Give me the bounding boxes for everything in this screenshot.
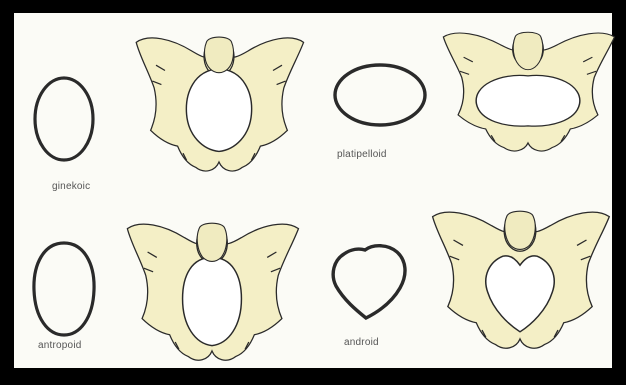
gynecoid-inlet xyxy=(35,78,93,160)
anthropoid-label: antropoid xyxy=(38,340,82,351)
android-pelvis xyxy=(433,211,610,348)
platypelloid-inlet xyxy=(335,65,425,125)
gynecoid-label: ginekoic xyxy=(52,181,90,192)
platypelloid-pelvis xyxy=(443,32,614,151)
anthropoid-pelvis xyxy=(127,223,298,360)
android-label: android xyxy=(344,337,379,348)
android-inlet xyxy=(333,246,405,318)
anthropoid-inlet xyxy=(34,243,94,335)
platypelloid-label: platipelloid xyxy=(337,149,387,160)
gynecoid-pelvis xyxy=(136,37,303,171)
